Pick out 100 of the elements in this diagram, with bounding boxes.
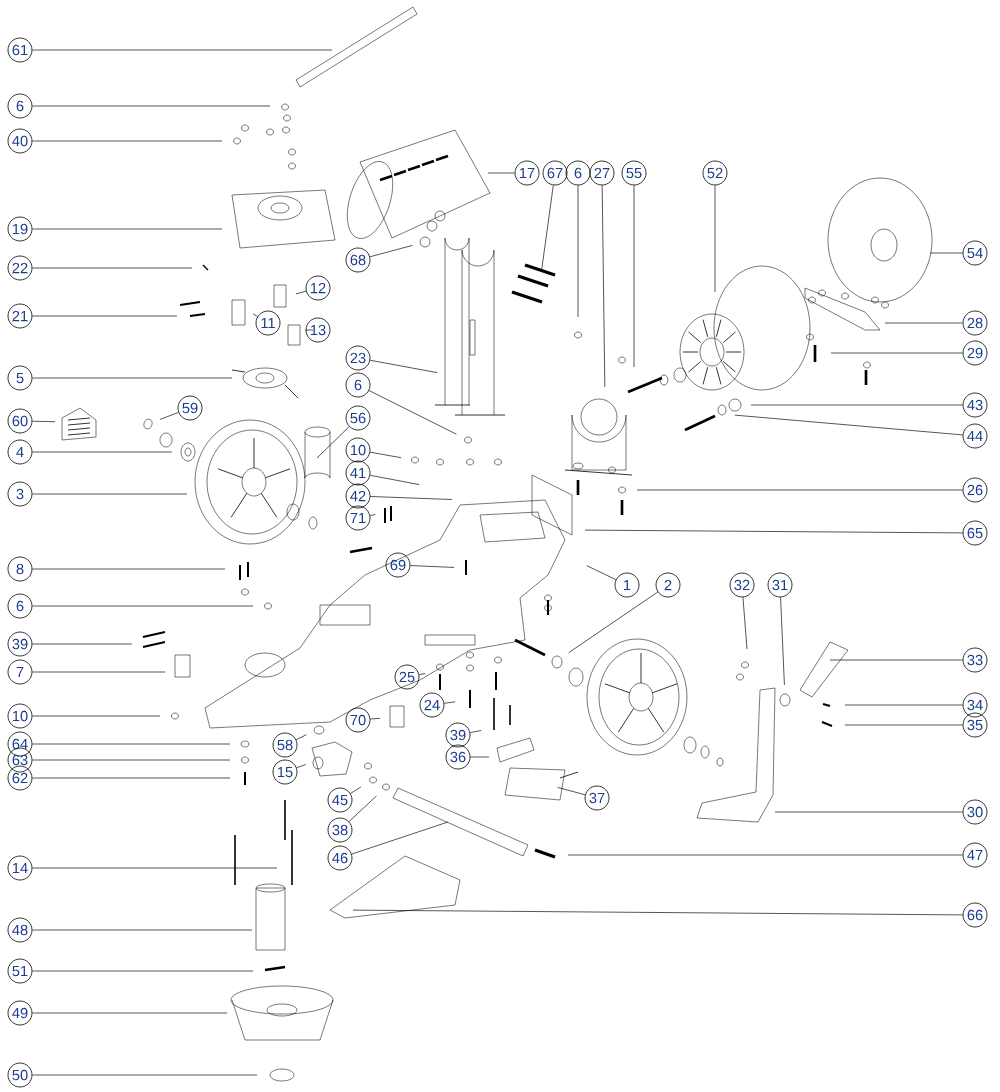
callout-number: 4 [7, 439, 33, 465]
callout-number: 33 [962, 647, 988, 673]
callout-number: 42 [345, 483, 371, 509]
leader-line [32, 493, 188, 495]
leader-line [370, 717, 381, 720]
callout-number: 51 [7, 958, 33, 984]
leader-line [32, 929, 253, 931]
callout-number: 32 [729, 572, 755, 598]
callout-number: 3 [7, 481, 33, 507]
callout-number: 7 [7, 659, 33, 685]
leader-line [296, 764, 307, 769]
leader-line [844, 724, 963, 726]
callout-number: 17 [514, 160, 540, 186]
leader-line [410, 565, 455, 568]
callout-number: 48 [7, 917, 33, 943]
leader-line [636, 489, 963, 491]
leader-line [32, 1074, 258, 1076]
leader-line [32, 267, 193, 269]
leader-line [32, 568, 226, 570]
callout-number: 56 [345, 405, 371, 431]
callout-number: 13 [305, 317, 331, 343]
callout-number: 11 [255, 310, 281, 336]
callout-number: 69 [385, 552, 411, 578]
leader-line [584, 529, 963, 534]
leader-line [370, 496, 453, 500]
leader-line [32, 715, 161, 717]
leader-line [350, 786, 362, 794]
callout-number: 10 [7, 703, 33, 729]
leader-line [568, 591, 659, 653]
leader-line [780, 597, 785, 686]
leader-line [32, 49, 333, 51]
leader-line [159, 412, 179, 420]
callout-number: 37 [584, 785, 610, 811]
callout-number: 6 [7, 593, 33, 619]
callout-number: 71 [345, 505, 371, 531]
leader-line [369, 474, 420, 485]
callout-number: 43 [962, 392, 988, 418]
leader-line [32, 377, 233, 379]
callout-number: 14 [7, 855, 33, 881]
callout-number: 46 [327, 845, 353, 871]
leader-line [295, 734, 307, 740]
leader-line [369, 451, 402, 459]
leader-line [750, 404, 963, 406]
leader-line [316, 426, 350, 459]
leader-line [734, 414, 963, 436]
callout-number: 15 [272, 759, 298, 785]
leader-line [32, 420, 56, 423]
leader-line [714, 185, 716, 293]
leader-line [305, 329, 314, 331]
leader-line [32, 1012, 228, 1014]
callout-number: 8 [7, 556, 33, 582]
leader-line [557, 787, 586, 796]
callout-number: 39 [7, 631, 33, 657]
callout-number: 26 [962, 477, 988, 503]
callout-number: 28 [962, 310, 988, 336]
callout-number: 34 [962, 692, 988, 718]
callout-number: 31 [767, 572, 793, 598]
leader-line [567, 854, 963, 856]
leader-line [32, 643, 133, 645]
callout-number: 70 [345, 707, 371, 733]
callout-number: 68 [345, 247, 371, 273]
callout-number: 35 [962, 712, 988, 738]
callout-number: 52 [702, 160, 728, 186]
callout-number: 10 [345, 437, 371, 463]
callout-number: 23 [345, 345, 371, 371]
leader-line [633, 185, 635, 368]
leader-line [369, 514, 376, 516]
callout-number: 2 [655, 572, 681, 598]
leader-line [351, 821, 448, 855]
callout-number: 24 [419, 692, 445, 718]
callout-number: 44 [962, 423, 988, 449]
callout-number: 41 [345, 460, 371, 486]
leader-line [577, 185, 579, 318]
leader-line [32, 105, 271, 107]
callout-number: 62 [7, 765, 33, 791]
leader-line [32, 228, 223, 230]
leader-line [774, 811, 963, 813]
callout-number: 6 [7, 93, 33, 119]
leader-line [32, 777, 231, 779]
leader-line [368, 390, 457, 435]
leader-line [32, 743, 231, 745]
callout-number: 21 [7, 303, 33, 329]
callout-number: 66 [962, 902, 988, 928]
leader-line [601, 185, 606, 388]
leader-line [352, 909, 963, 916]
callout-number: 45 [327, 787, 353, 813]
callout-number: 55 [621, 160, 647, 186]
leader-line [32, 671, 166, 673]
leader-line [32, 970, 254, 972]
callout-number: 5 [7, 365, 33, 391]
callout-number: 22 [7, 255, 33, 281]
callout-number: 36 [445, 744, 471, 770]
callout-number: 50 [7, 1062, 33, 1088]
leader-line [470, 756, 490, 758]
callout-number: 59 [177, 395, 203, 421]
callout-number: 27 [589, 160, 615, 186]
leader-line [32, 759, 231, 761]
callout-number: 29 [962, 340, 988, 366]
callout-number: 40 [7, 128, 33, 154]
leader-line [295, 290, 307, 295]
